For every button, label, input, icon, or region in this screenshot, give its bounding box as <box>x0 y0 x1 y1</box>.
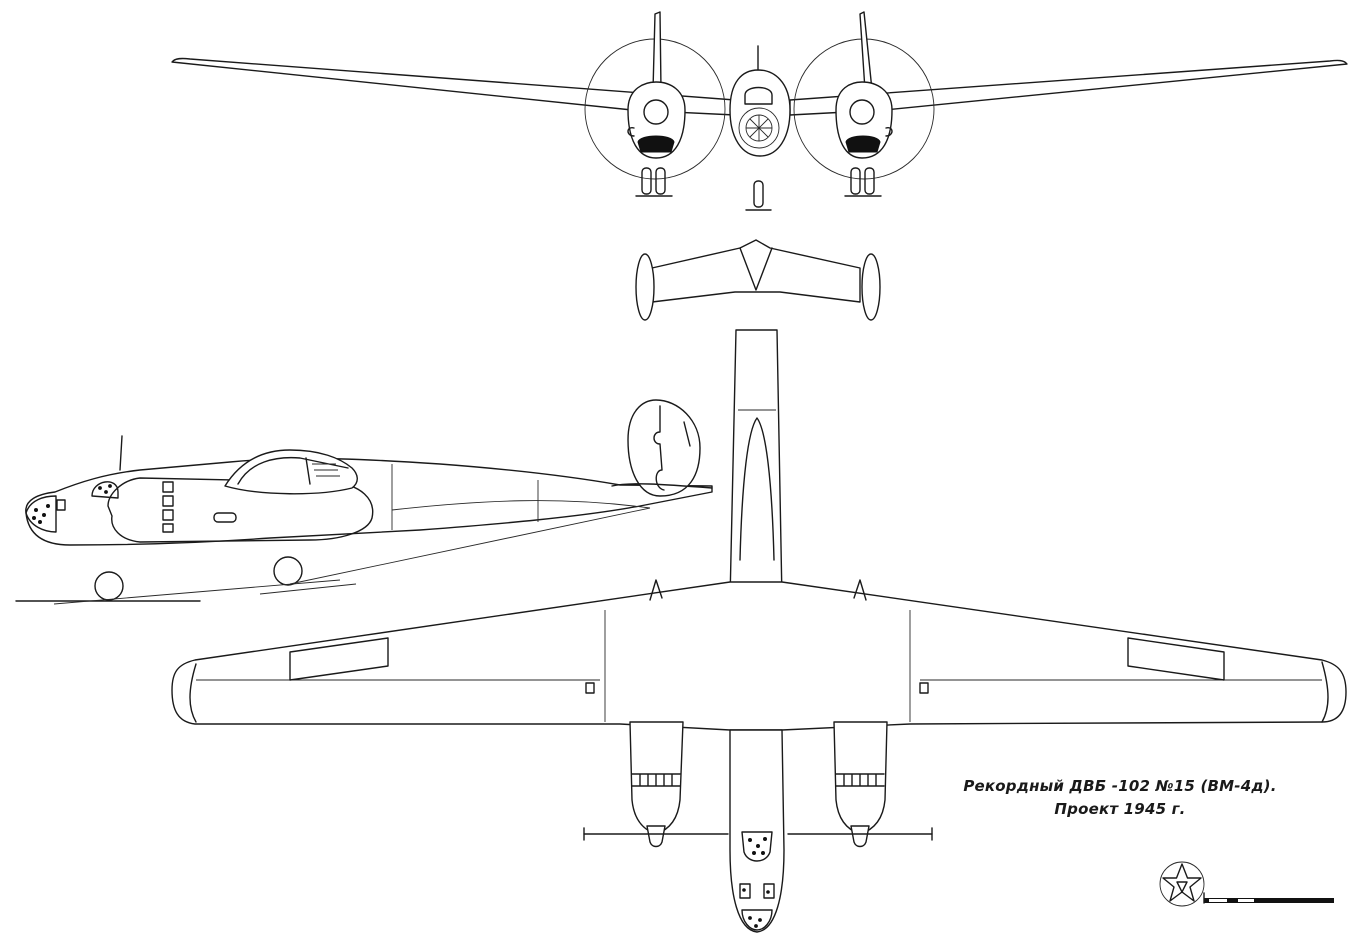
side-fuselage <box>25 457 713 546</box>
side-main-wheel <box>94 571 124 601</box>
side-tail-wheel <box>273 556 303 586</box>
front-nose-glazing <box>738 107 780 149</box>
front-right-gear <box>850 167 861 195</box>
front-view <box>171 11 1348 211</box>
side-tail-fin <box>627 399 701 497</box>
side-cockpit-canopy <box>224 449 358 495</box>
top-horizontal-tail <box>651 239 861 303</box>
side-antenna-mast <box>119 435 123 471</box>
front-left-gear <box>641 167 652 195</box>
front-left-propeller-blade <box>652 11 662 91</box>
drawing-title: Рекордный ДВБ -102 №15 (ВМ-4д). <box>963 777 1277 795</box>
top-nose-glazing <box>741 909 773 931</box>
top-main-wing <box>171 581 1347 731</box>
scale-bar-icon <box>1203 892 1334 904</box>
top-nose-window-right <box>763 883 775 899</box>
top-front-fuselage <box>729 729 785 933</box>
red-star-emblem-icon <box>1159 861 1205 907</box>
top-cockpit-glazing <box>741 831 773 862</box>
front-right-propeller-blade <box>859 11 873 91</box>
side-nose-turret <box>91 481 119 499</box>
side-engine-nacelle <box>107 477 374 543</box>
front-tail-wheel <box>753 180 764 208</box>
front-left-radiator <box>637 135 675 153</box>
side-view <box>15 399 713 605</box>
top-left-spinner <box>646 825 666 848</box>
top-right-spinner <box>850 825 870 848</box>
top-nose-window-left <box>739 883 751 899</box>
drawing-subtitle: Проект 1945 г. <box>1054 800 1186 818</box>
top-view <box>171 239 1347 933</box>
top-right-fin <box>861 253 881 321</box>
front-fuselage <box>729 69 791 157</box>
front-right-radiator <box>845 135 881 153</box>
side-nose-glazing <box>25 495 57 533</box>
top-left-fin <box>635 253 655 321</box>
